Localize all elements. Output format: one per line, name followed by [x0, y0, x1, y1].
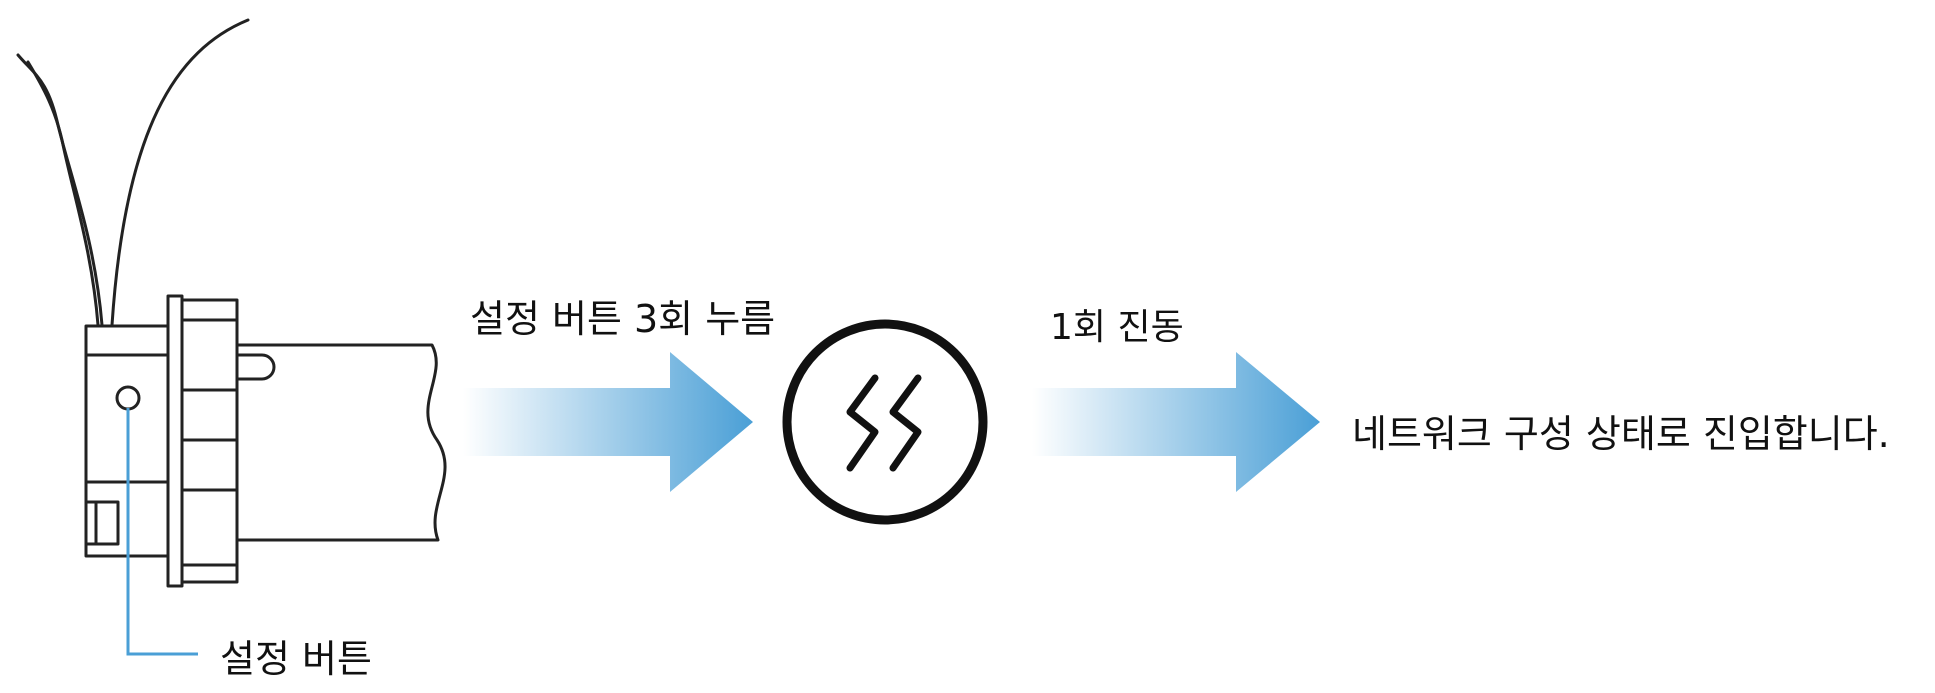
motor-tube	[235, 343, 447, 542]
step-result-label: 네트워크 구성 상태로 진입합니다.	[1352, 412, 1890, 456]
arrow-press-to-vibrate	[463, 352, 753, 492]
motor-latch	[84, 500, 120, 546]
vibration-icon	[782, 319, 988, 525]
motor-tab	[235, 353, 276, 381]
step-vibrate-label: 1회 진동	[1050, 307, 1184, 348]
setting-button-label: 설정 버튼	[220, 637, 372, 681]
step-press-label: 설정 버튼 3회 누름	[470, 297, 776, 341]
cable-left	[16, 53, 104, 327]
setting-button-icon	[115, 385, 141, 411]
motor-collar	[166, 294, 184, 588]
setting-button-callout-line	[126, 408, 198, 656]
cable-right	[110, 18, 250, 327]
arrow-vibrate-to-result	[1032, 352, 1320, 492]
tubular-motor-icon	[16, 18, 447, 588]
cable-left-inner	[26, 60, 100, 327]
